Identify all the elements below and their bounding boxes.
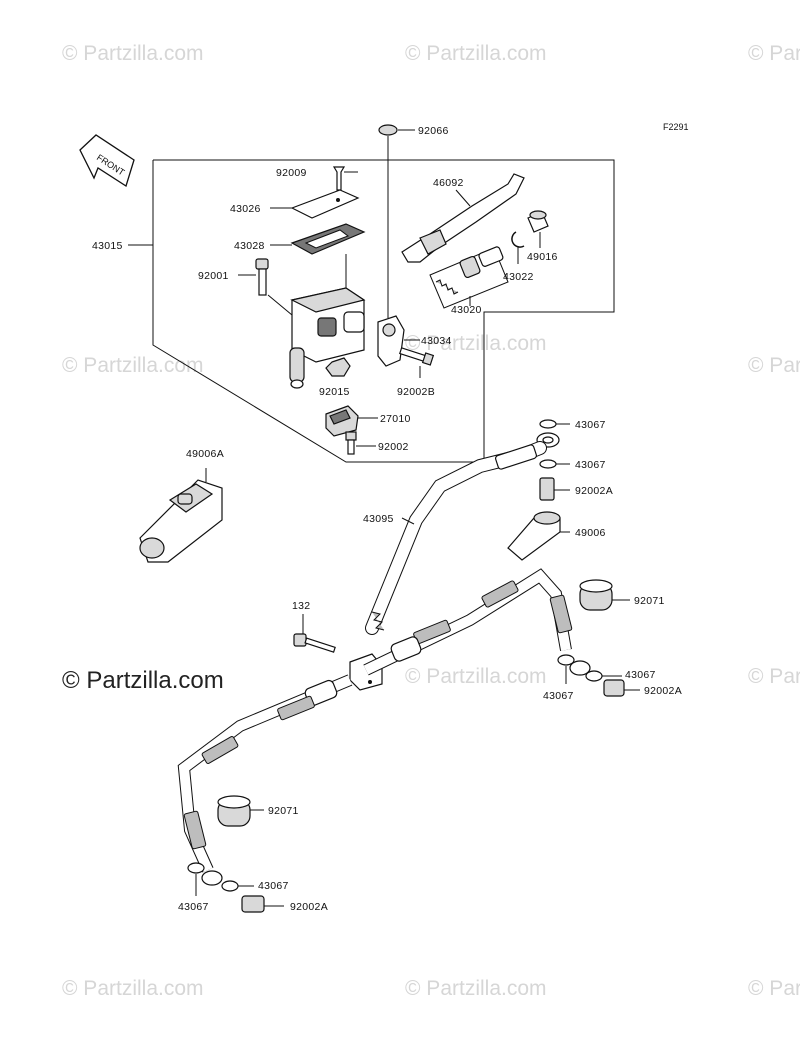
lever-46092: [401, 173, 525, 263]
watermark-text: © Partzilla.com: [405, 42, 547, 65]
bolt-132: [293, 614, 336, 653]
watermark-text: © Partzilla.com: [405, 977, 547, 1000]
watermark-text: © Partzilla.com: [62, 977, 204, 1000]
part-label: 43028: [234, 240, 265, 252]
bolt-92002B: [399, 347, 435, 378]
part-label: 43022: [503, 271, 534, 283]
cap-92066: [378, 124, 415, 318]
part-label: 43067: [258, 880, 289, 892]
part-label: 43067: [575, 419, 606, 431]
part-label: 43067: [625, 669, 656, 681]
part-label: 92015: [319, 386, 350, 398]
master-cylinder-body: [289, 254, 366, 389]
part-label: 92002A: [575, 485, 613, 497]
part-label: 92009: [276, 167, 307, 179]
part-labels: 92066 92009 43026 43028 43015 92001 4609…: [92, 125, 682, 913]
grommet-92071-left: [217, 795, 264, 827]
part-label: 43067: [575, 459, 606, 471]
screw-92002: [345, 431, 376, 455]
watermark-text: © Partzilla.com: [748, 977, 800, 1000]
front-arrow-icon: FRONT: [79, 134, 135, 188]
part-label: 43026: [230, 203, 261, 215]
part-label: 92002A: [644, 685, 682, 697]
banjo-fitting-left: [187, 862, 284, 913]
part-label: 49006: [575, 527, 606, 539]
watermark-text: © Partzilla.com: [748, 665, 800, 688]
figure-id: F2291: [663, 122, 689, 132]
watermark-text: © Partzilla.com: [62, 42, 204, 65]
holder-43034: [377, 315, 420, 367]
watermark-text: © Partzilla.com: [62, 354, 204, 377]
part-label: 132: [292, 600, 310, 612]
hose-43095: [365, 441, 547, 635]
part-label: 43015: [92, 240, 123, 252]
switch-27010: [325, 405, 378, 437]
part-label: 43067: [178, 901, 209, 913]
part-label: 43020: [451, 304, 482, 316]
watermarks: © Partzilla.com © Partzilla.com © Partzi…: [62, 42, 800, 1000]
watermark-prominent: © Partzilla.com: [62, 667, 224, 694]
banjo-fitting-upper: [536, 419, 570, 501]
hose-lower: [177, 568, 573, 873]
part-label: 92071: [268, 805, 299, 817]
part-label: 92066: [418, 125, 449, 137]
watermark-text: © Partzilla.com: [405, 332, 547, 355]
part-label: 92002B: [397, 386, 435, 398]
part-label: 92002: [378, 441, 409, 453]
cap-49006: [507, 511, 570, 561]
cover-49006A: [139, 468, 223, 563]
nut-92015: [325, 357, 351, 377]
part-label: 92002A: [290, 901, 328, 913]
piston-kit-43020: [429, 246, 509, 309]
banjo-fitting-right: [557, 654, 640, 697]
grommet-92071-right: [579, 579, 630, 611]
part-label: 46092: [433, 177, 464, 189]
part-label: 92001: [198, 270, 229, 282]
bolt-92001: [238, 258, 293, 316]
part-label: 49016: [527, 251, 558, 263]
boot-49016: [527, 210, 549, 248]
part-label: 43095: [363, 513, 394, 525]
watermark-text: © Partzilla.com: [748, 42, 800, 65]
reservoir-cover-43026: [270, 189, 360, 219]
snap-ring-43022: [511, 231, 525, 264]
part-label: 49006A: [186, 448, 224, 460]
part-label: 43067: [543, 690, 574, 702]
diaphragm-43028: [270, 223, 366, 255]
part-label: 27010: [380, 413, 411, 425]
assembly-outline: [152, 159, 615, 463]
watermark-text: © Partzilla.com: [405, 665, 547, 688]
part-label: 92071: [634, 595, 665, 607]
watermark-text: © Partzilla.com: [748, 354, 800, 377]
part-label: 43034: [421, 335, 452, 347]
screw-92009: [332, 166, 358, 191]
